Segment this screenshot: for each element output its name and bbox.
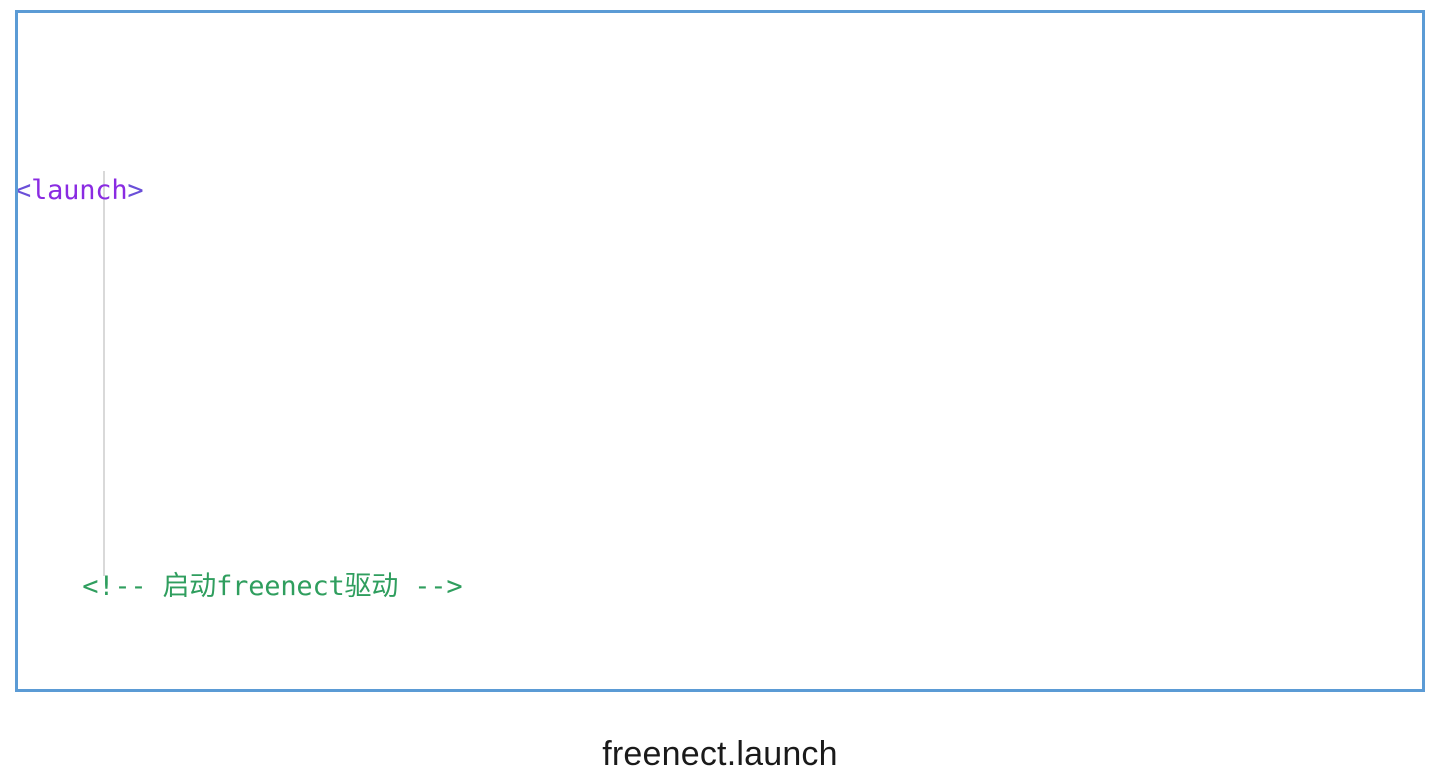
indent-guide-line [103, 171, 105, 576]
tag-name-launch: launch [31, 175, 128, 207]
code-line-comment: <!-- 启动freenect驱动 --> [18, 567, 1422, 607]
xml-comment: <!-- 启动freenect驱动 --> [82, 571, 463, 603]
angle-bracket-close: > [127, 175, 144, 207]
xml-code-block: <launch> <!-- 启动freenect驱动 --> <include … [15, 13, 1422, 689]
angle-bracket-open: < [15, 175, 32, 207]
figure-caption: freenect.launch [602, 735, 838, 773]
code-snippet-frame: <launch> <!-- 启动freenect驱动 --> <include … [15, 10, 1425, 692]
code-line-blank-1 [18, 369, 1422, 409]
code-line-launch-open: <launch> [15, 171, 1422, 211]
